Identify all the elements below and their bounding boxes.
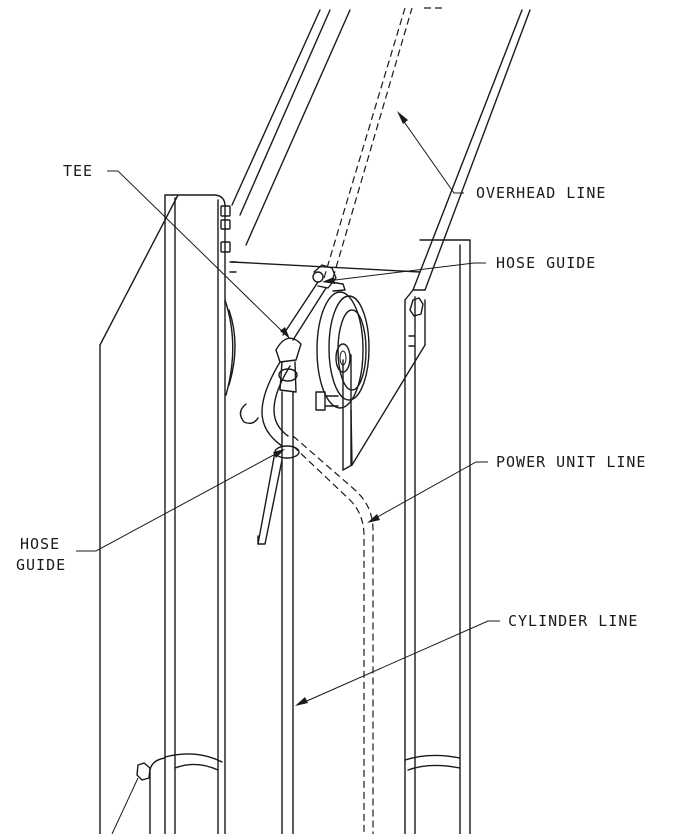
label-hose-guide-left-line1: HOSE <box>20 535 60 553</box>
label-overhead-line: OVERHEAD LINE <box>476 184 606 202</box>
arrowhead-hose-guide-upper <box>322 277 335 284</box>
callout-labels: TEE OVERHEAD LINE HOSE GUIDE POWER UNIT … <box>16 162 646 630</box>
power-unit-line-hose <box>292 435 374 834</box>
upper-hose-guide <box>312 264 346 292</box>
tee-fitting <box>261 281 327 447</box>
label-cylinder-line: CYLINDER LINE <box>508 612 638 630</box>
label-tee: TEE <box>63 162 93 180</box>
arrowhead-cylinder-line <box>295 697 308 706</box>
pulley <box>315 291 370 411</box>
cylinder-line-hose <box>281 391 294 834</box>
sheave-bracket <box>342 299 426 471</box>
label-power-unit-line: POWER UNIT LINE <box>496 453 646 471</box>
overhead-arm <box>231 7 531 301</box>
label-hose-guide-upper: HOSE GUIDE <box>496 254 596 272</box>
arrowhead-power-unit-line <box>367 514 380 523</box>
label-hose-guide-left-line2: GUIDE <box>16 556 66 574</box>
arrowhead-overhead-line <box>397 111 408 124</box>
right-column <box>404 239 471 834</box>
leaders <box>76 111 500 834</box>
left-column <box>99 194 259 834</box>
arrowhead-tee <box>280 327 290 339</box>
arrowhead-hose-guide-left <box>273 449 285 458</box>
